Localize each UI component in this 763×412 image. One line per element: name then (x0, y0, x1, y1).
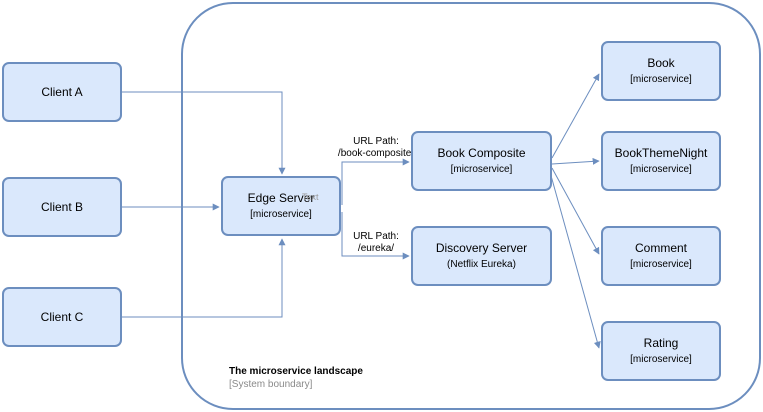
edge-server-subtitle: [microservice] (250, 208, 312, 220)
comment-service-subtitle: [microservice] (630, 258, 692, 270)
bookthemenight-service-subtitle: [microservice] (630, 163, 692, 175)
connector-edge-discovery (341, 212, 410, 260)
connector-edge-composite (341, 158, 410, 205)
edge-server-node[interactable]: Edge Server [microservice] (221, 176, 341, 236)
comment-service-node[interactable]: Comment [microservice] (601, 226, 721, 286)
route-composite-line1: URL Path: (353, 136, 399, 147)
client-c-label: Client C (40, 309, 84, 324)
connector-composite-rating (549, 171, 601, 349)
discovery-server-node[interactable]: Discovery Server (Netflix Eureka) (411, 226, 552, 286)
client-b-node[interactable]: Client B (2, 177, 122, 237)
edge-server-title: Edge Server (247, 190, 315, 205)
connector-client-a-edge (122, 91, 286, 175)
book-composite-node[interactable]: Book Composite [microservice] (411, 131, 552, 191)
client-a-label: Client A (41, 84, 83, 99)
rating-service-subtitle: [microservice] (630, 353, 692, 365)
book-composite-title: Book Composite (437, 145, 526, 160)
connector-composite-comment (551, 167, 600, 255)
boundary-subtitle: [System boundary] (229, 379, 313, 390)
connector-composite-book (551, 73, 600, 159)
book-service-title: Book (647, 55, 675, 70)
connector-composite-themenight (551, 157, 600, 165)
route-eureka-line1: URL Path: (353, 231, 399, 242)
bookthemenight-service-title: BookThemeNight (614, 145, 708, 160)
route-composite-line2: /book-composite/ (337, 148, 415, 159)
client-c-node[interactable]: Client C (2, 287, 122, 347)
bookthemenight-service-node[interactable]: BookThemeNight [microservice] (601, 131, 721, 191)
route-label-eureka: URL Path: /eureka/ (348, 231, 404, 255)
route-eureka-line2: /eureka/ (357, 243, 395, 254)
comment-service-title: Comment (634, 240, 687, 255)
discovery-server-title: Discovery Server (435, 240, 528, 255)
discovery-server-subtitle: (Netflix Eureka) (447, 258, 516, 270)
rating-service-title: Rating (643, 335, 679, 350)
boundary-caption: The microservice landscape [System bound… (229, 365, 363, 391)
rating-service-node[interactable]: Rating [microservice] (601, 321, 721, 381)
book-composite-subtitle: [microservice] (450, 163, 513, 175)
edge-server-overlay-text: Text (302, 192, 319, 202)
route-label-composite: URL Path: /book-composite/ (330, 136, 422, 160)
boundary-title: The microservice landscape (229, 366, 363, 377)
book-service-subtitle: [microservice] (630, 73, 692, 85)
connector-client-c-edge (122, 238, 286, 318)
client-b-label: Client B (40, 199, 84, 214)
book-service-node[interactable]: Book [microservice] (601, 41, 721, 101)
client-a-node[interactable]: Client A (2, 62, 122, 122)
